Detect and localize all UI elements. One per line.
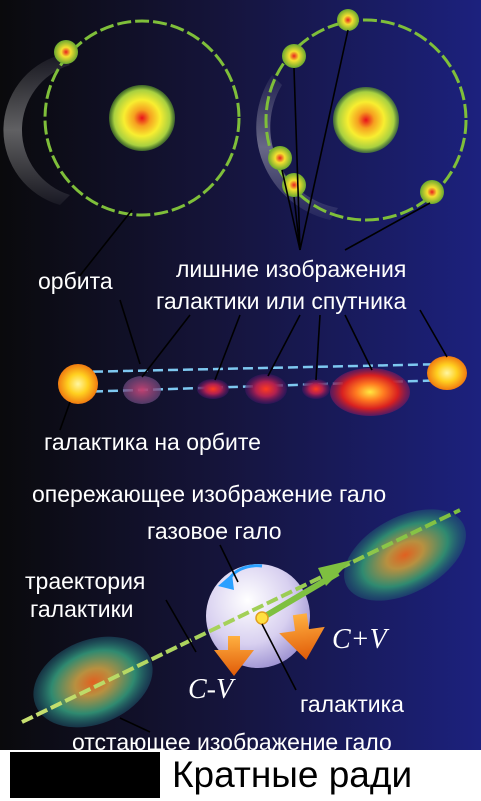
label-galaxy-on-orbit: галактика на орбите xyxy=(44,429,261,455)
label-galaxy: галактика xyxy=(300,691,404,717)
label-c-plus-v: C+V xyxy=(332,624,387,655)
orbit-trail-left xyxy=(3,55,71,205)
label-trajectory-line2: галактики xyxy=(30,596,134,622)
orbit-ring-right xyxy=(264,18,468,222)
satellite-left xyxy=(54,40,78,64)
orbit-trail-right xyxy=(256,75,338,220)
central-galaxy-right xyxy=(333,87,399,153)
satellite-image-5 xyxy=(420,180,444,204)
trajectory-arrow-shaft xyxy=(260,570,340,621)
footer-caption: Кратные ради xyxy=(172,754,413,795)
blob-6 xyxy=(427,356,467,390)
leading-halo-image xyxy=(344,509,466,601)
blob-5 xyxy=(330,368,410,416)
label-orbit: орбита xyxy=(38,268,113,294)
label-trajectory-line1: траектория xyxy=(25,568,146,594)
diagram-canvas xyxy=(0,0,481,750)
orbit-system-right xyxy=(256,9,468,222)
arrow-c-plus-v xyxy=(279,613,325,660)
trajectory-line xyxy=(21,508,461,724)
footer-black-block xyxy=(10,752,160,798)
blob-1 xyxy=(123,376,161,404)
blob-4 xyxy=(302,379,330,399)
label-extra-images-line1: лишние изображения xyxy=(176,256,407,282)
leader-lines-top xyxy=(77,29,431,279)
arrow-c-minus-v xyxy=(214,636,254,676)
satellite-image-4 xyxy=(282,173,306,197)
blob-2 xyxy=(197,379,229,399)
label-trailing-halo-image: отстающее изображение гало xyxy=(72,729,392,755)
blob-3 xyxy=(245,374,287,404)
trailing-halo-image xyxy=(33,636,153,728)
rotation-arrowhead xyxy=(218,574,234,590)
orbit-row xyxy=(58,356,467,416)
galaxy-on-orbit-main xyxy=(58,364,98,404)
satellite-image-2 xyxy=(282,44,306,68)
orbit-ring-left xyxy=(43,19,241,217)
orbit-system-left xyxy=(3,19,241,217)
satellite-image-3 xyxy=(268,146,292,170)
halo-scene xyxy=(21,508,466,728)
central-galaxy-left xyxy=(109,85,175,151)
orbit-row-line-top xyxy=(77,362,449,374)
leader-lines-bottom xyxy=(119,544,297,733)
label-gas-halo: газовое гало xyxy=(147,518,282,544)
galaxy-center-dot xyxy=(255,611,269,625)
label-c-minus-v: C-V xyxy=(188,674,234,705)
label-leading-halo-image: опережающее изображение гало xyxy=(32,481,387,507)
leader-lines-middle xyxy=(59,299,448,431)
label-extra-images-line2: галактики или спутника xyxy=(156,288,407,314)
satellite-image-1 xyxy=(337,9,359,31)
